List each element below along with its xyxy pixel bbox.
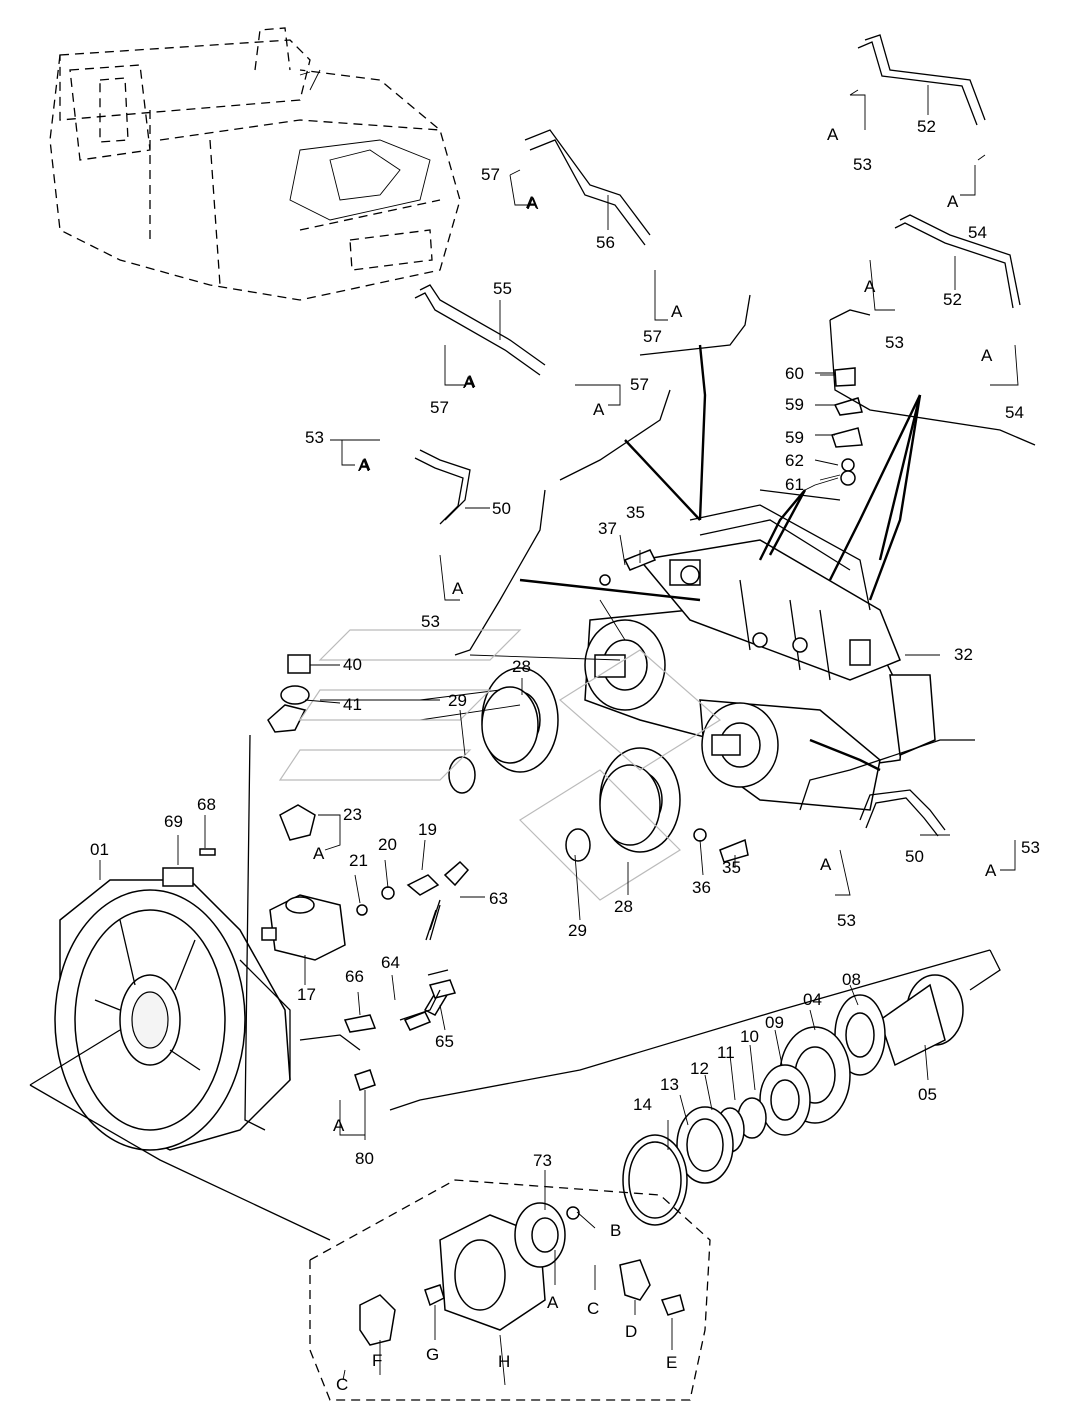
label-53e: 53 <box>1021 838 1040 857</box>
letter-a: A <box>526 193 538 212</box>
letter-b: B <box>610 1221 621 1240</box>
label-65: 65 <box>435 1032 454 1051</box>
label-64: 64 <box>381 953 400 972</box>
label-57d: 57 <box>630 375 649 394</box>
label-63: 63 <box>489 889 508 908</box>
label-29a: 29 <box>448 691 467 710</box>
label-05: 05 <box>918 1085 937 1104</box>
label-36: 36 <box>692 878 711 897</box>
label-40: 40 <box>343 655 362 674</box>
label-69: 69 <box>164 812 183 831</box>
label-53b: 53 <box>885 333 904 352</box>
label-73: 73 <box>533 1151 552 1170</box>
leader-lines <box>99 85 1019 1386</box>
label-59a: 59 <box>785 395 804 414</box>
part-number-labels: 01 04 05 08 09 10 11 12 13 14 17 19 20 2… <box>90 117 1040 1170</box>
coupling-group <box>309 1179 711 1401</box>
excavator-overview-illustration <box>49 27 461 301</box>
pipes <box>399 34 1021 1021</box>
watermark <box>278 629 722 901</box>
label-66: 66 <box>345 967 364 986</box>
letter-a: A <box>985 861 997 880</box>
main-pump-assembly <box>584 504 936 811</box>
label-50a: 50 <box>492 499 511 518</box>
label-10: 10 <box>740 1027 759 1046</box>
label-68: 68 <box>197 795 216 814</box>
label-59b: 59 <box>785 428 804 447</box>
label-62: 62 <box>785 451 804 470</box>
drive-gears <box>448 667 681 862</box>
label-19: 19 <box>418 820 437 839</box>
label-01: 01 <box>90 840 109 859</box>
letter-a: A <box>820 855 832 874</box>
label-35b: 35 <box>722 858 741 877</box>
letter-h: H <box>498 1352 510 1371</box>
letter-a: A <box>947 192 959 211</box>
label-54b: 54 <box>1005 403 1024 422</box>
letter-f: F <box>372 1351 382 1370</box>
label-61: 61 <box>785 475 804 494</box>
label-28a: 28 <box>512 657 531 676</box>
label-57c: 57 <box>430 398 449 417</box>
letter-a: A <box>452 579 464 598</box>
letter-a: A <box>359 455 371 474</box>
letter-a: A <box>981 346 993 365</box>
label-41: 41 <box>343 695 362 714</box>
letter-c: C <box>336 1375 348 1394</box>
label-13: 13 <box>660 1075 679 1094</box>
label-52b: 52 <box>943 290 962 309</box>
label-09: 09 <box>765 1013 784 1032</box>
letter-a: A <box>313 844 325 863</box>
letter-a: A <box>464 372 476 391</box>
label-12: 12 <box>690 1059 709 1078</box>
label-17: 17 <box>297 985 316 1004</box>
letter-a: A <box>333 1116 345 1135</box>
pump-housing <box>54 879 291 1151</box>
letter-d: D <box>625 1322 637 1341</box>
label-60: 60 <box>785 364 804 383</box>
small-fittings <box>162 367 863 1091</box>
gear-pump <box>261 894 346 961</box>
label-32: 32 <box>954 645 973 664</box>
letter-a: A <box>358 456 370 475</box>
letter-c: C <box>587 1299 599 1318</box>
label-57a: 57 <box>481 165 500 184</box>
letter-a: A <box>593 400 605 419</box>
label-08: 08 <box>842 970 861 989</box>
label-21: 21 <box>349 851 368 870</box>
letter-g: G <box>426 1345 439 1364</box>
letter-a: A <box>463 373 475 392</box>
label-23: 23 <box>343 805 362 824</box>
label-37: 37 <box>598 519 617 538</box>
label-55: 55 <box>493 279 512 298</box>
letter-a: A <box>671 302 683 321</box>
bracket-lines <box>29 294 1036 1241</box>
label-53a: 53 <box>853 155 872 174</box>
label-20: 20 <box>378 835 397 854</box>
label-28b: 28 <box>614 897 633 916</box>
letter-e: E <box>666 1353 677 1372</box>
letter-a: A <box>527 194 539 213</box>
label-54a: 54 <box>968 223 987 242</box>
label-53c: 53 <box>305 428 324 447</box>
label-80: 80 <box>355 1149 374 1168</box>
label-52a: 52 <box>917 117 936 136</box>
label-29b: 29 <box>568 921 587 940</box>
label-57b: 57 <box>643 327 662 346</box>
label-35a: 35 <box>626 503 645 522</box>
label-50b: 50 <box>905 847 924 866</box>
label-53d: 53 <box>421 612 440 631</box>
letter-a: A <box>864 277 876 296</box>
label-04: 04 <box>803 990 822 1009</box>
reference-letter-labels: A A A A A A A A A A A A A A A A A A B C … <box>313 125 997 1394</box>
label-11: 11 <box>717 1043 735 1062</box>
label-53f: 53 <box>837 911 856 930</box>
letter-a: A <box>547 1293 559 1312</box>
label-14: 14 <box>633 1095 652 1114</box>
letter-a: A <box>827 125 839 144</box>
drive-shaft-stack <box>622 974 964 1226</box>
label-56: 56 <box>596 233 615 252</box>
